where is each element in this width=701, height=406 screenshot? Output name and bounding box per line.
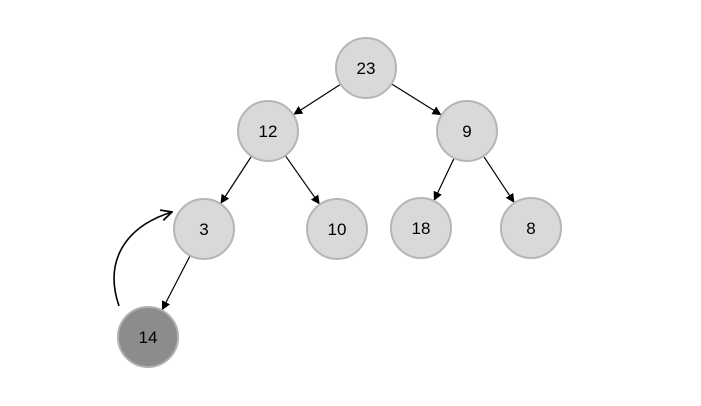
edge-n12-n3 (220, 156, 252, 204)
node-circle (173, 198, 235, 260)
tree-node-n3: 3 (173, 198, 235, 260)
edge-n23-n9 (391, 83, 442, 116)
node-circle (390, 197, 452, 259)
edge-n9-n8 (483, 156, 515, 203)
node-label: 23 (357, 59, 376, 78)
tree-edges (161, 83, 515, 311)
node-circle (335, 37, 397, 99)
tree-node-n18: 18 (390, 197, 452, 259)
tree-node-n9: 9 (436, 100, 498, 162)
tree-node-n10: 10 (306, 198, 368, 260)
node-circle (237, 100, 299, 162)
node-circle (500, 197, 562, 259)
swap-arrow (113, 212, 172, 307)
node-label: 14 (139, 328, 158, 347)
edge-n23-n12 (293, 84, 341, 115)
tree-node-n12: 12 (237, 100, 299, 162)
edge-n3-n14 (161, 256, 191, 311)
node-circle (306, 198, 368, 260)
swap-indicator (113, 212, 172, 307)
edge-n9-n18 (433, 158, 455, 201)
node-label: 12 (259, 122, 278, 141)
node-label: 3 (199, 220, 208, 239)
node-label: 10 (328, 220, 347, 239)
node-label: 18 (412, 219, 431, 238)
tree-node-n23: 23 (335, 37, 397, 99)
node-label: 8 (526, 219, 535, 238)
tree-node-n8: 8 (500, 197, 562, 259)
node-label: 9 (462, 122, 471, 141)
node-circle (436, 100, 498, 162)
tree-nodes: 23 12 9 3 10 18 8 14 (117, 37, 562, 368)
edge-n12-n10 (285, 155, 320, 205)
node-circle (117, 306, 179, 368)
tree-node-n14: 14 (117, 306, 179, 368)
